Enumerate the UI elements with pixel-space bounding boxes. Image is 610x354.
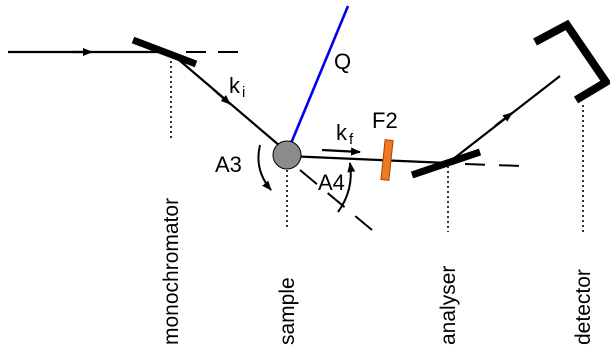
scattered-beam-arrow [494, 112, 513, 127]
analyser-crystal [410, 148, 482, 179]
sample-label: sample [276, 277, 299, 345]
a4-label: A4 [318, 170, 345, 195]
a3-label: A3 [215, 152, 242, 177]
detector-label: detector [572, 269, 595, 345]
ki-beam-arrow [212, 88, 231, 105]
kf-label-sub: f [349, 131, 354, 148]
kf-label-main: k [336, 120, 348, 145]
f2-label: F2 [372, 108, 398, 133]
monochromator-label: monochromator [160, 198, 183, 345]
detector-housing [533, 19, 610, 104]
a4-angle-arc [337, 162, 356, 213]
kf-beam [286, 154, 449, 165]
sample-sphere [272, 140, 302, 170]
q-vector [285, 5, 350, 154]
a3-angle-arc [257, 144, 272, 191]
q-label: Q [334, 49, 351, 74]
sample-reference-dash [299, 169, 373, 231]
filter-f2 [380, 139, 394, 181]
ki-label-sub: i [242, 84, 245, 101]
monochromator-crystal [131, 36, 198, 68]
ki-label-main: k [229, 73, 241, 98]
analyser-label: analyser [437, 266, 460, 345]
analyser-reference-dash [464, 163, 523, 167]
kf-beam-arrow [321, 147, 361, 156]
